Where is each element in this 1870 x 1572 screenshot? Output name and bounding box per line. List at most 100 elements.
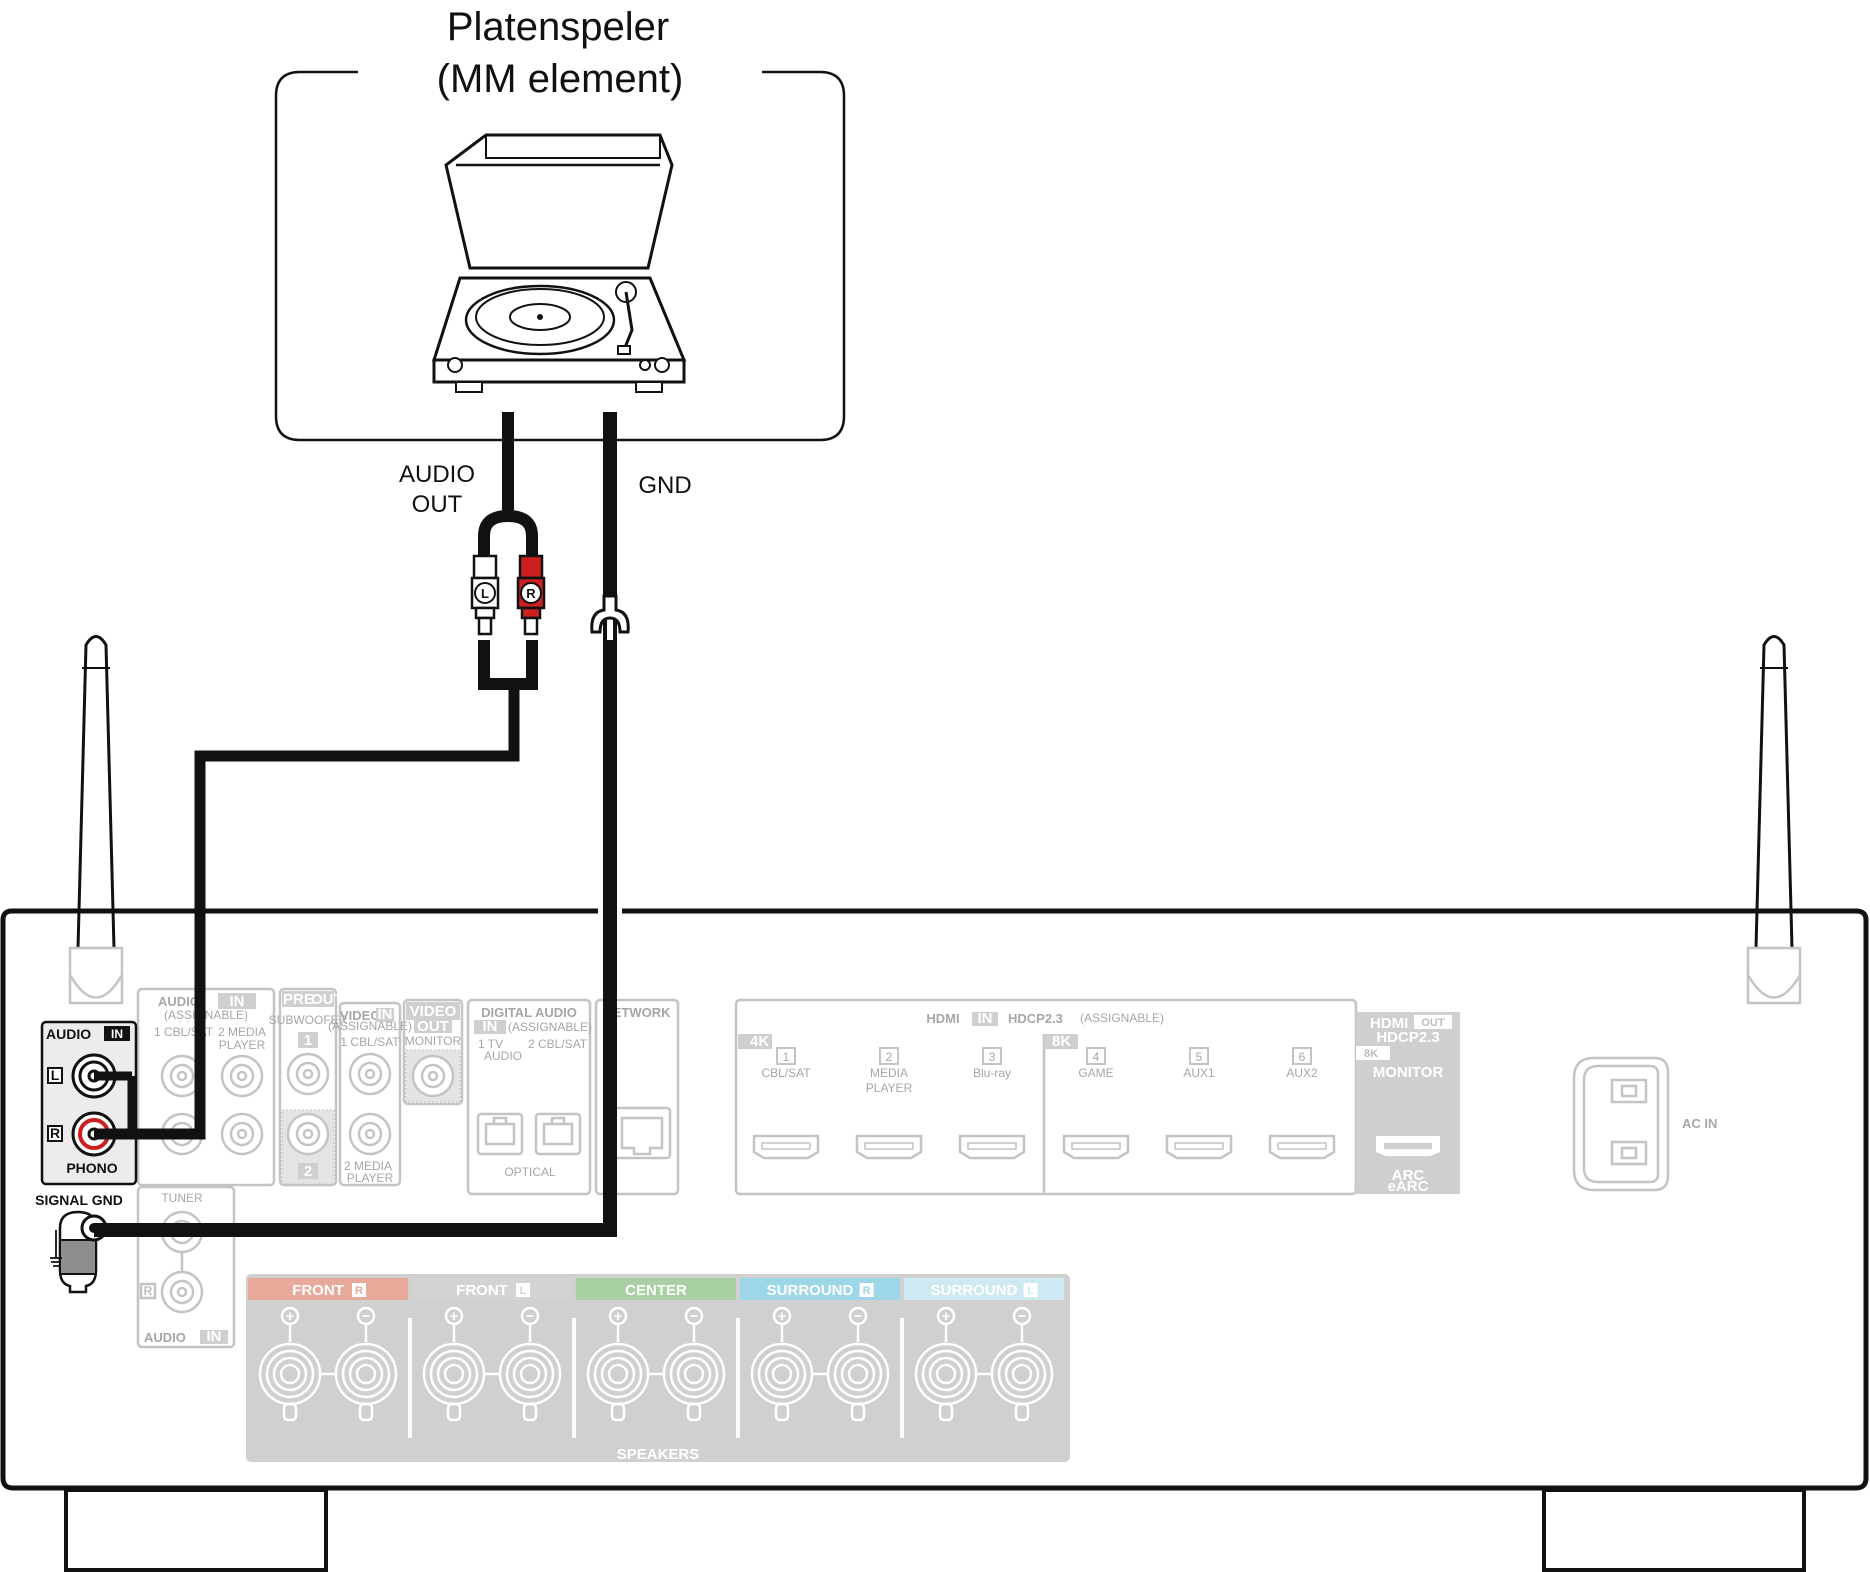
hdmi-connector-icon [855, 1134, 923, 1160]
hdmi-in-hdcp: HDCP2.3 [1008, 1011, 1063, 1026]
tuner-label: TUNER [161, 1191, 203, 1205]
video-in-top: 1 CBL/SAT [340, 1035, 400, 1049]
hdmi-port-label: AUX2 [1286, 1066, 1318, 1080]
hdmi-out-earc: eARC [1388, 1178, 1429, 1195]
turntable-device: Platenspeler (MM element) [274, 5, 846, 442]
video-in-assignable: (ASSIGNABLE) [328, 1019, 412, 1033]
digital-audio-tv-l2: AUDIO [484, 1049, 522, 1063]
pre-out-out: OUT [311, 991, 343, 1008]
audio-in-col2-l2: PLAYER [219, 1038, 266, 1052]
device-frame [274, 70, 846, 442]
hdmi-out-out: OUT [1421, 1017, 1445, 1029]
plus-sign: + [778, 1308, 787, 1325]
digital-audio-tv-l1: 1 TV [478, 1037, 503, 1051]
speaker-group-name: SURROUND [931, 1282, 1018, 1299]
video-out-out: OUT [417, 1018, 449, 1035]
hdmi-port-number: 3 [989, 1050, 996, 1064]
ground-symbol-icon [50, 1230, 62, 1267]
hdmi-port-number: 6 [1299, 1050, 1306, 1064]
hdmi-connector-icon [1165, 1134, 1233, 1160]
hdmi-port-label: Blu-ray [973, 1066, 1011, 1080]
hdmi-in-hdmi: HDMI [926, 1011, 959, 1026]
plus-sign: + [286, 1308, 295, 1325]
hdmi-out-hdcp: HDCP2.3 [1376, 1029, 1439, 1046]
speaker-group-name: SURROUND [767, 1282, 854, 1299]
rca-plug-right: R [516, 554, 546, 636]
hdmi-port-label: MEDIA [870, 1066, 908, 1080]
speaker-group-side: L [1027, 1285, 1034, 1297]
phono-audio-label: AUDIO [46, 1026, 91, 1042]
hdmi-out-8k-badge: 8K [1364, 1048, 1378, 1060]
hdmi-port-label: CBL/SAT [761, 1066, 811, 1080]
hdmi-connector-icon [1268, 1134, 1336, 1160]
plus-sign: + [450, 1308, 459, 1325]
speaker-terminal[interactable]: + [586, 1306, 650, 1422]
signal-gnd-label: SIGNAL GND [35, 1192, 123, 1208]
audio-in-col2-l1: 2 MEDIA [218, 1025, 266, 1039]
tuner-r: R [144, 1284, 153, 1298]
hdmi-port-number: 1 [783, 1050, 790, 1064]
digital-audio-optical: OPTICAL [504, 1165, 556, 1179]
tuner-in: IN [207, 1328, 222, 1345]
hdmi-in-in: IN [978, 1010, 993, 1027]
gnd-label: GND [638, 472, 691, 499]
hdmi-port-label-2: PLAYER [866, 1081, 913, 1095]
speaker-group-side: L [520, 1285, 527, 1297]
pre-out-num2: 2 [304, 1163, 312, 1180]
speaker-group-3: CENTER + − [572, 1278, 736, 1438]
audio-in-in: IN [230, 993, 245, 1010]
speaker-group-5: SURROUND L + − [900, 1278, 1064, 1438]
pre-out-pre: PRE [283, 991, 314, 1008]
hdmi-connector-icon [1062, 1134, 1130, 1160]
pre-out-num1: 1 [304, 1032, 312, 1049]
digital-audio-section: DIGITAL AUDIO IN (ASSIGNABLE) 1 TV AUDIO… [466, 998, 592, 1196]
video-out-section: VIDEO OUT MONITOR [402, 998, 464, 1106]
video-out-video: VIDEO [410, 1003, 457, 1020]
video-in-video: VIDEO [340, 1008, 380, 1023]
hdmi-in-assignable: (ASSIGNABLE) [1080, 1011, 1164, 1025]
video-in-bottom-l2: PLAYER [347, 1171, 394, 1185]
signal-gnd-terminal[interactable]: SIGNAL GND [35, 1192, 123, 1294]
hdmi-connector-icon [752, 1134, 820, 1160]
hdmi-port-number: 5 [1196, 1050, 1203, 1064]
speakers-title: SPEAKERS [617, 1446, 700, 1463]
device-title-line1: Platenspeler [447, 5, 669, 49]
phono-input[interactable]: AUDIO IN L R PHONO [40, 1020, 138, 1186]
minus-sign: − [690, 1308, 699, 1325]
ac-in-label: AC IN [1682, 1116, 1717, 1131]
speaker-terminal[interactable]: − [826, 1306, 890, 1422]
video-in-bottom-l1: 2 MEDIA [344, 1159, 392, 1173]
phono-in-label: IN [111, 1027, 123, 1041]
phono-name-label: PHONO [66, 1160, 117, 1176]
receiver-chassis [0, 635, 1869, 1572]
device-title-line2: (MM element) [437, 57, 684, 101]
hdmi-out-monitor: MONITOR [1373, 1064, 1444, 1081]
audio-out-label-l1: AUDIO [399, 461, 475, 488]
speaker-terminal[interactable]: − [334, 1306, 398, 1422]
hdmi-port-label: AUX1 [1183, 1066, 1215, 1080]
antenna-right [1746, 635, 1802, 1005]
gnd-spade-lug [590, 594, 630, 634]
speaker-group-name: CENTER [625, 1282, 687, 1299]
tuner-audio: AUDIO [144, 1330, 186, 1345]
video-in-in: IN [378, 1006, 393, 1023]
audio-in-section: AUDIO IN (ASSIGNABLE) 1 CBL/SAT 2 MEDIA … [136, 987, 276, 1187]
minus-sign: − [854, 1308, 863, 1325]
pre-out-section: PRE OUT SUBWOOFER 1 2 [269, 987, 348, 1187]
hdmi-port-number: 2 [886, 1050, 893, 1064]
minus-sign: − [1018, 1308, 1027, 1325]
video-out-monitor: MONITOR [405, 1034, 462, 1048]
speaker-terminal[interactable]: + [914, 1306, 978, 1422]
pre-out-subwoofer: SUBWOOFER [269, 1013, 348, 1027]
hdmi-connector-icon [958, 1134, 1026, 1160]
cables [94, 412, 617, 1237]
